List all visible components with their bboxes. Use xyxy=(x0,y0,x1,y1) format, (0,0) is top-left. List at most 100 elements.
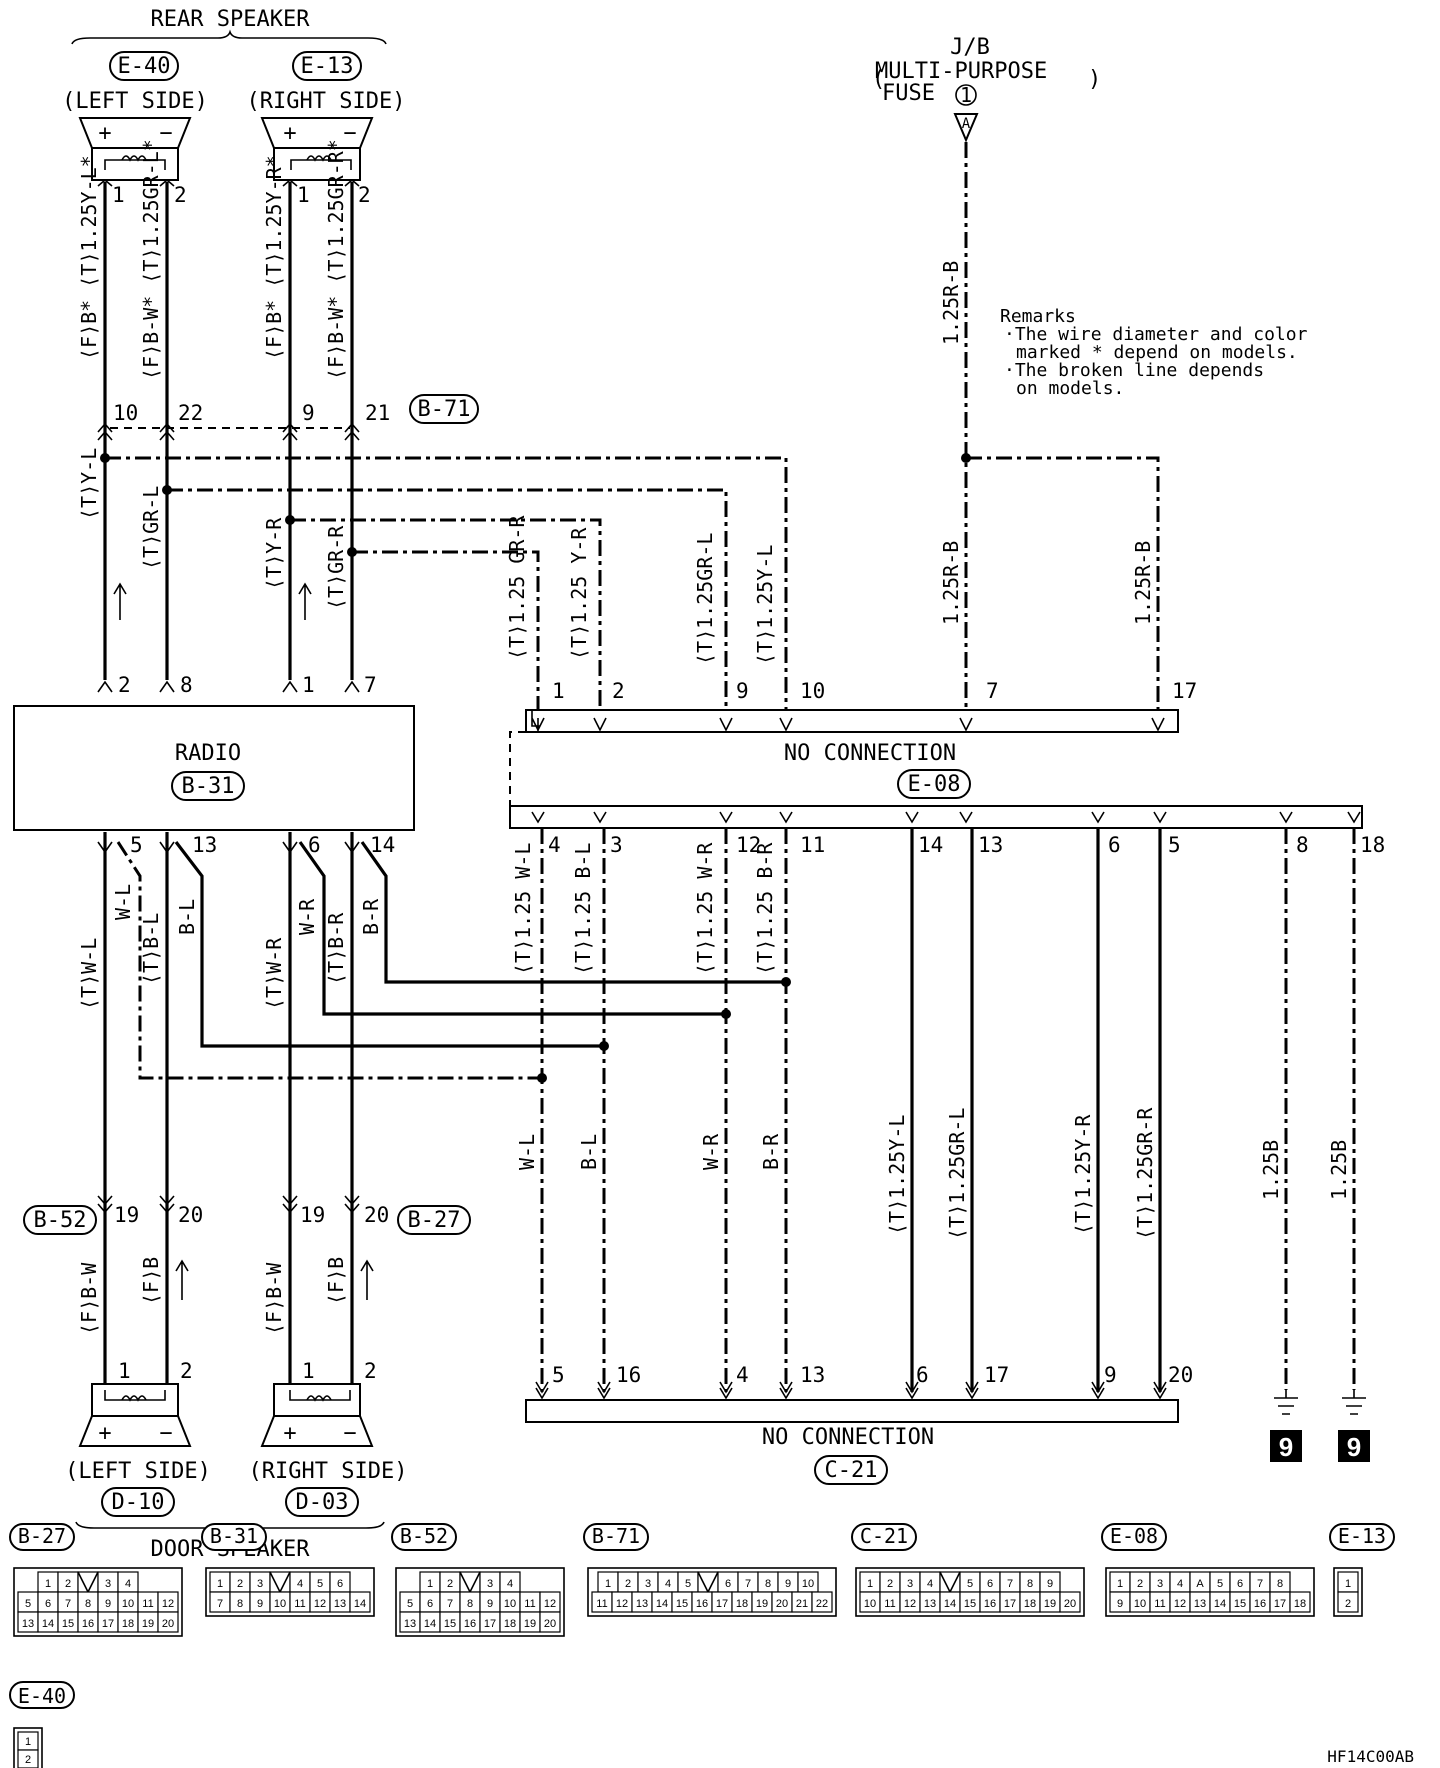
svg-text:⟨F⟩B: ⟨F⟩B xyxy=(139,1257,163,1305)
cavity-number: 10 xyxy=(802,1578,814,1590)
cavity-number: 17 xyxy=(1004,1598,1016,1610)
cavity-number: 5 xyxy=(685,1578,691,1590)
wire-label: ⟨T⟩1.25 GR-R xyxy=(505,515,529,660)
svg-text:⟨T⟩B-R: ⟨T⟩B-R xyxy=(324,912,348,985)
speaker-coil-icon xyxy=(121,155,147,162)
conn-id-text: E-13 xyxy=(1338,1524,1386,1548)
cavity-number: 1 xyxy=(25,1736,31,1748)
connector-cavity xyxy=(349,1591,371,1613)
svg-text:14: 14 xyxy=(370,833,395,857)
svg-text:E-08: E-08 xyxy=(908,772,961,797)
wire-label: ⟨T⟩1.25 Y-R xyxy=(567,527,591,660)
svg-text:B-R: B-R xyxy=(359,898,383,935)
cavity-number: 7 xyxy=(1257,1578,1263,1590)
cavity-number: 13 xyxy=(22,1618,34,1630)
cavity-number: 9 xyxy=(105,1598,111,1610)
svg-text:2: 2 xyxy=(364,1359,377,1383)
cavity-number: 16 xyxy=(82,1618,94,1630)
connector-frame xyxy=(1105,1567,1315,1617)
conn-id-B-52 xyxy=(23,1205,97,1235)
connector-frame xyxy=(205,1567,375,1617)
svg-text:B-R: B-R xyxy=(759,1133,783,1170)
svg-text:B-31: B-31 xyxy=(182,774,235,799)
svg-text:D-10: D-10 xyxy=(112,1490,165,1515)
svg-text:−: − xyxy=(343,121,356,146)
cavity-number: 20 xyxy=(1064,1598,1076,1610)
cavity-number: 1 xyxy=(427,1578,433,1590)
cavity-number: 13 xyxy=(1194,1598,1206,1610)
svg-text:·The wire diameter and color: ·The wire diameter and color xyxy=(1004,324,1308,345)
cavity-number: 19 xyxy=(524,1618,536,1630)
cavity-number: 12 xyxy=(1174,1598,1186,1610)
svg-text:10: 10 xyxy=(800,679,825,703)
wire-label: ⟨F⟩B* ⟨T⟩1.25Y-L* xyxy=(77,155,101,360)
svg-text:W-R: W-R xyxy=(699,1133,723,1170)
ground-symbols: 9 9 xyxy=(1270,1390,1370,1462)
cavity-number: 8 xyxy=(467,1598,473,1610)
svg-text:1.25B: 1.25B xyxy=(1259,1140,1283,1200)
cavity-number: 11 xyxy=(1154,1598,1165,1610)
svg-text:⟨T⟩1.25 B-L: ⟨T⟩1.25 B-L xyxy=(571,843,595,975)
wire-label: ⟨F⟩B-W* ⟨T⟩1.25GR-L* xyxy=(139,139,163,380)
cavity-number: 15 xyxy=(676,1598,688,1610)
cavity-number: 2 xyxy=(65,1578,71,1590)
cavity-number: 5 xyxy=(25,1598,31,1610)
svg-text:2: 2 xyxy=(358,183,371,207)
svg-text:8: 8 xyxy=(1296,833,1309,857)
svg-text:⟨F⟩B: ⟨F⟩B xyxy=(324,1257,348,1305)
cavity-number: 11 xyxy=(596,1598,607,1610)
svg-text:−: − xyxy=(159,1421,172,1446)
svg-text:⟨T⟩1.25 W-L: ⟨T⟩1.25 W-L xyxy=(511,843,535,975)
svg-text:5: 5 xyxy=(552,1363,565,1387)
connector-cavity xyxy=(811,1591,833,1613)
conn-id-label xyxy=(583,1523,649,1551)
cavity-number: 2 xyxy=(447,1578,453,1590)
svg-text:on models.: on models. xyxy=(1016,378,1124,399)
cavity-number: 2 xyxy=(625,1578,631,1590)
svg-text:W-L: W-L xyxy=(111,884,135,920)
cavity-number: 7 xyxy=(447,1598,453,1610)
svg-text:17: 17 xyxy=(1172,679,1197,703)
cavity-number: 10 xyxy=(504,1598,516,1610)
svg-text:⟨T⟩GR-R: ⟨T⟩GR-R xyxy=(324,525,348,610)
svg-text:5: 5 xyxy=(1168,833,1181,857)
cavity-number: 6 xyxy=(987,1578,993,1590)
cavity-number: 1 xyxy=(217,1578,223,1590)
connector-frame xyxy=(395,1567,565,1637)
cavity-number: 7 xyxy=(1007,1578,1013,1590)
svg-text:9: 9 xyxy=(1104,1363,1117,1387)
svg-text:5: 5 xyxy=(130,833,143,857)
speaker-coil-icon xyxy=(306,1395,332,1402)
svg-text:⟨T⟩1.25GR-L: ⟨T⟩1.25GR-L xyxy=(945,1108,969,1240)
b71-pins: 10 22 9 21 B-71 xyxy=(110,394,479,429)
cavity-number: 7 xyxy=(65,1598,71,1610)
svg-text:22: 22 xyxy=(178,401,203,425)
svg-text:marked * depend on models.: marked * depend on models. xyxy=(1016,342,1298,363)
cavity-number: 5 xyxy=(1217,1578,1223,1590)
cavity-number: 22 xyxy=(816,1598,828,1610)
ground-9-badge xyxy=(1270,1430,1302,1462)
svg-text:11: 11 xyxy=(800,833,825,857)
cavity-number: 11 xyxy=(294,1598,305,1610)
cavity-number: 8 xyxy=(765,1578,771,1590)
svg-text:B-71: B-71 xyxy=(418,397,471,422)
cavity-number: 3 xyxy=(645,1578,651,1590)
svg-text:13: 13 xyxy=(800,1363,825,1387)
cavity-number: 8 xyxy=(1277,1578,1283,1590)
svg-text:9: 9 xyxy=(1347,1432,1361,1462)
connector-cavity xyxy=(1337,1591,1359,1613)
cavity-number: 2 xyxy=(25,1754,31,1766)
svg-text:E-13: E-13 xyxy=(301,54,354,79)
cavity-number: 3 xyxy=(1157,1578,1163,1590)
conn-id-label xyxy=(851,1523,917,1551)
cavity-number: 11 xyxy=(884,1598,895,1610)
cavity-number: 3 xyxy=(257,1578,263,1590)
svg-text:9: 9 xyxy=(1279,1432,1293,1462)
cavity-number: 19 xyxy=(142,1618,154,1630)
connector-cavity xyxy=(157,1611,179,1633)
svg-text:4: 4 xyxy=(548,833,561,857)
